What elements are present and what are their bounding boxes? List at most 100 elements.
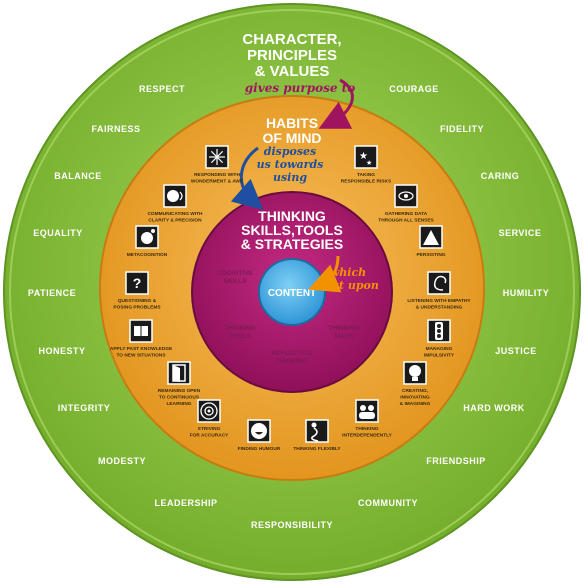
habit-label: MANAGING bbox=[426, 346, 453, 352]
value-integrity: INTEGRITY bbox=[58, 403, 111, 413]
thinking-maps-line1: THINKING bbox=[328, 325, 359, 332]
habit-label: THROUGH ALL SENSES bbox=[378, 218, 434, 224]
character-heading-line1: CHARACTER, bbox=[242, 31, 341, 48]
thinking-maps-line2: MAPS bbox=[335, 333, 354, 340]
habits-heading-line2: OF MIND bbox=[262, 130, 321, 146]
open-door-icon-glyph bbox=[172, 364, 186, 382]
value-modesty: MODESTY bbox=[98, 456, 146, 466]
character-heading-line3: & VALUES bbox=[255, 63, 330, 80]
habit-label: POSING PROBLEMS bbox=[113, 305, 161, 311]
value-responsibility: RESPONSIBILITY bbox=[251, 520, 333, 530]
purpose-arrow bbox=[318, 78, 354, 129]
people-icon-glyph bbox=[359, 405, 375, 419]
value-caring: CARING bbox=[481, 171, 520, 181]
habits-heading-line1: HABITS bbox=[266, 115, 318, 131]
habit-label: & IMAGINING bbox=[400, 401, 431, 407]
value-community: COMMUNITY bbox=[358, 498, 418, 508]
speaking-face-icon-glyph bbox=[167, 190, 183, 202]
value-honesty: HONESTY bbox=[38, 346, 85, 356]
svg-text:★: ★ bbox=[366, 159, 372, 167]
habit-11: CREATING,INNOVATING& IMAGINING bbox=[400, 361, 431, 407]
value-equality: EQUALITY bbox=[33, 228, 83, 238]
thinking-heading-line1: THINKING bbox=[258, 208, 326, 224]
value-humility: HUMILITY bbox=[503, 288, 550, 298]
value-respect: RESPECT bbox=[139, 84, 185, 94]
disposes-text-line2: us towards bbox=[257, 158, 324, 171]
habit-label: TO CONTINUOUS bbox=[159, 395, 200, 401]
habit-label: RESPONSIBLE RISKS bbox=[341, 179, 392, 185]
cognitive-skills-line2: SKILLS bbox=[223, 278, 247, 285]
thinking-heading-line2: SKILLS,TOOLS bbox=[241, 222, 343, 238]
disposes-text-line1: disposes bbox=[264, 145, 316, 158]
value-fairness: FAIRNESS bbox=[91, 124, 140, 134]
reflective-thinking-line1: REFLECTIVE bbox=[272, 350, 313, 357]
act-upon-arrow bbox=[308, 255, 342, 293]
habit-14: FINDING HUMOUR bbox=[238, 419, 281, 452]
value-justice: JUSTICE bbox=[495, 346, 537, 356]
habit-label: APPLY PAST KNOWLEDGE bbox=[110, 346, 173, 352]
habit-label: IMPULSIVITY bbox=[424, 353, 455, 359]
habit-label: GATHERING DATA bbox=[385, 211, 428, 217]
value-courage: COURAGE bbox=[389, 84, 439, 94]
habit-label: COMMUNICATING WITH bbox=[147, 211, 203, 217]
habit-7: LISTENING WITH EMPATHY& UNDERSTANDING bbox=[407, 271, 471, 311]
habit-15: THINKING FLEXIBLY bbox=[293, 419, 341, 452]
svg-text:★: ★ bbox=[359, 151, 368, 162]
value-patience: PATIENCE bbox=[28, 288, 76, 298]
value-fidelity: FIDELITY bbox=[440, 124, 484, 134]
values-layer: RESPECT COURAGE FAIRNESS FIDELITY BALANCE CAR… bbox=[28, 84, 549, 530]
thinking-heading-line3: & STRATEGIES bbox=[241, 236, 343, 252]
habit-label: RESPONDING WITH bbox=[194, 172, 240, 178]
habit-label: LEARNING bbox=[166, 401, 191, 407]
laughing-face-icon-glyph bbox=[251, 423, 267, 439]
ear-icon-glyph bbox=[433, 275, 447, 291]
habit-6: ? QUESTIONING &POSING PROBLEMS bbox=[113, 271, 161, 311]
flexible-figure-icon-glyph bbox=[310, 422, 319, 442]
stars-icon-glyph: ★★ bbox=[359, 151, 372, 167]
question-icon bbox=[125, 271, 149, 295]
disposes-text-line3: using bbox=[273, 171, 307, 184]
content-label: CONTENT bbox=[268, 288, 316, 299]
value-leadership: LEADERSHIP bbox=[154, 498, 217, 508]
habit-label: FINDING HUMOUR bbox=[238, 446, 281, 452]
traffic-light-icon-glyph bbox=[435, 322, 443, 340]
value-balance: BALANCE bbox=[54, 171, 102, 181]
habit-label: INNOVATING bbox=[400, 395, 430, 401]
question-icon-glyph: ? bbox=[133, 275, 142, 291]
habit-label: TO NEW SITUATIONS bbox=[116, 353, 166, 359]
habit-label: INTERDEPENDENTLY bbox=[342, 433, 392, 439]
value-friendship: FRIENDSHIP bbox=[426, 456, 486, 466]
habit-label: LISTENING WITH EMPATHY bbox=[407, 298, 471, 304]
habit-label: THINKING bbox=[355, 426, 378, 432]
habit-label: CREATING, bbox=[402, 388, 429, 394]
habit-4: METACOGNITION bbox=[127, 225, 168, 258]
thinking-head-icon-glyph bbox=[141, 229, 155, 244]
habit-label: FOR ACCURACY bbox=[190, 433, 230, 439]
gives-purpose-text: gives purpose to bbox=[245, 81, 355, 95]
target-icon-glyph bbox=[200, 402, 218, 420]
character-heading-line2: PRINCIPLES bbox=[247, 47, 337, 64]
habit-label: PERSISTING bbox=[416, 252, 445, 258]
svg-text:?: ? bbox=[133, 275, 142, 291]
habit-label: TAKING bbox=[357, 172, 375, 178]
lightbulb-icon-glyph bbox=[409, 365, 421, 381]
habit-label: STRIVING bbox=[198, 426, 221, 432]
habit-5: PERSISTING bbox=[416, 225, 446, 258]
outer-ring-highlight bbox=[9, 9, 575, 575]
senses-icon-glyph bbox=[398, 191, 414, 201]
habit-label: WONDERMENT & AWE bbox=[191, 179, 244, 185]
thinking-tools-line2: TOOLS bbox=[229, 333, 252, 340]
habit-label: QUESTIONING & bbox=[118, 298, 157, 304]
habit-label: & UNDERSTANDING bbox=[416, 305, 463, 311]
climber-icon-glyph bbox=[423, 230, 439, 245]
